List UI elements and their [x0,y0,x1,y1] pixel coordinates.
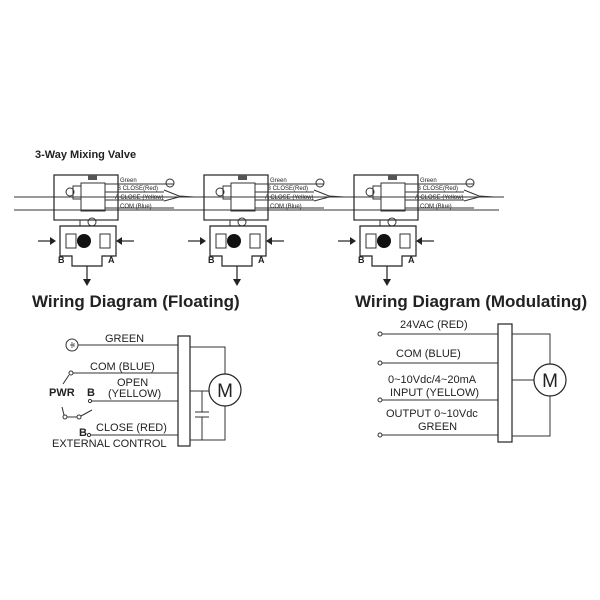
valve-illustrations: Green B CLOSE(Red) A CLOSE (Yellow) COM (Bl… [14,174,504,286]
arrow-right-icon [200,237,206,245]
arrow-left-icon [266,237,272,245]
com-label: COM (Blue) [270,204,302,210]
motor-label: M [217,381,233,402]
a-close-label: A CLOSE (Yellow) [115,195,163,201]
valve-1: Green B CLOSE(Red) A CLOSE (Yellow) COM (Bl… [14,174,204,286]
motor-icon [533,363,567,397]
modulating-title: Wiring Diagram (Modulating) [355,292,587,311]
terminal-block [497,323,513,443]
ground-terminal-icon [165,178,175,188]
actuator-board [230,182,256,212]
com-label: COM (Blue) [420,204,452,210]
valve-3: Green B CLOSE(Red) A CLOSE (Yellow) COM (Bl… [314,174,504,286]
yellow-label: (YELLOW) [108,388,161,400]
green-label: GREEN [105,333,144,345]
open-label: OPEN [117,377,148,389]
port-a-label: A [408,255,415,265]
valve-ball [377,234,391,248]
valve-body [59,225,117,267]
b-label-1: B [87,387,95,399]
arrow-down-icon [383,279,391,286]
actuator-cap [388,175,397,180]
b-label-2: B [79,427,87,439]
actuator-board [80,182,106,212]
ground-terminal-icon [315,178,325,188]
port-b-label: B [208,255,215,265]
actuator-cap [88,175,97,180]
input-range-label: 0~10Vdc/4~20mA [388,374,477,386]
valve-body [359,225,417,267]
valve-ball [227,234,241,248]
external-switch-icon [61,406,93,420]
valve-ball [77,234,91,248]
input-wires [377,331,498,438]
valve-body [209,225,267,267]
port-a-label: A [258,255,265,265]
arrow-right-icon [350,237,356,245]
24vac-label: 24VAC (RED) [400,319,468,331]
signal-wires [314,196,504,211]
green-label: Green [270,178,287,184]
pwr-label: PWR [49,387,75,399]
arrow-down-icon [233,279,241,286]
green-label: GREEN [418,421,457,433]
green-label: Green [120,178,137,184]
terminal-block [177,335,191,447]
motor-label: M [542,371,558,392]
pwr-switch-icon [62,374,70,385]
com-label: COM (Blue) [120,204,152,210]
port-b-label: B [358,255,365,265]
arrow-left-icon [416,237,422,245]
b-close-label: B CLOSE(Red) [417,186,458,192]
actuator-board [380,182,406,212]
floating-wiring-diagram: Wiring Diagram (Floating) GREEN COM (BLU… [32,292,242,450]
arrow-right-icon [50,237,56,245]
arrow-down-icon [83,279,91,286]
modulating-wiring-diagram: Wiring Diagram (Modulating) 24VAC (RED) … [355,292,587,443]
b-close-label: B CLOSE(Red) [267,186,308,192]
port-a-label: A [108,255,115,265]
input-yellow-label: INPUT (YELLOW) [390,387,479,399]
com-label: COM (BLUE) [396,348,461,360]
capacitor-icon [195,391,209,440]
arrow-left-icon [116,237,122,245]
actuator-cap [238,175,247,180]
external-control-label: EXTERNAL CONTROL [52,438,167,450]
close-label: CLOSE (RED) [96,422,167,434]
valve-section-title: 3-Way Mixing Valve [35,149,136,161]
floating-title: Wiring Diagram (Floating) [32,292,240,311]
ground-terminal-icon [465,178,475,188]
a-close-label: A CLOSE (Yellow) [265,195,313,201]
port-b-label: B [58,255,65,265]
output-label: OUTPUT 0~10Vdc [386,408,478,420]
b-close-label: B CLOSE(Red) [117,186,158,192]
a-close-label: A CLOSE (Yellow) [415,195,463,201]
com-label: COM (BLUE) [90,361,155,373]
valve-2: Green B CLOSE(Red) A CLOSE (Yellow) COM (Bl… [164,174,354,286]
green-label: Green [420,178,437,184]
motor-icon [208,373,242,407]
